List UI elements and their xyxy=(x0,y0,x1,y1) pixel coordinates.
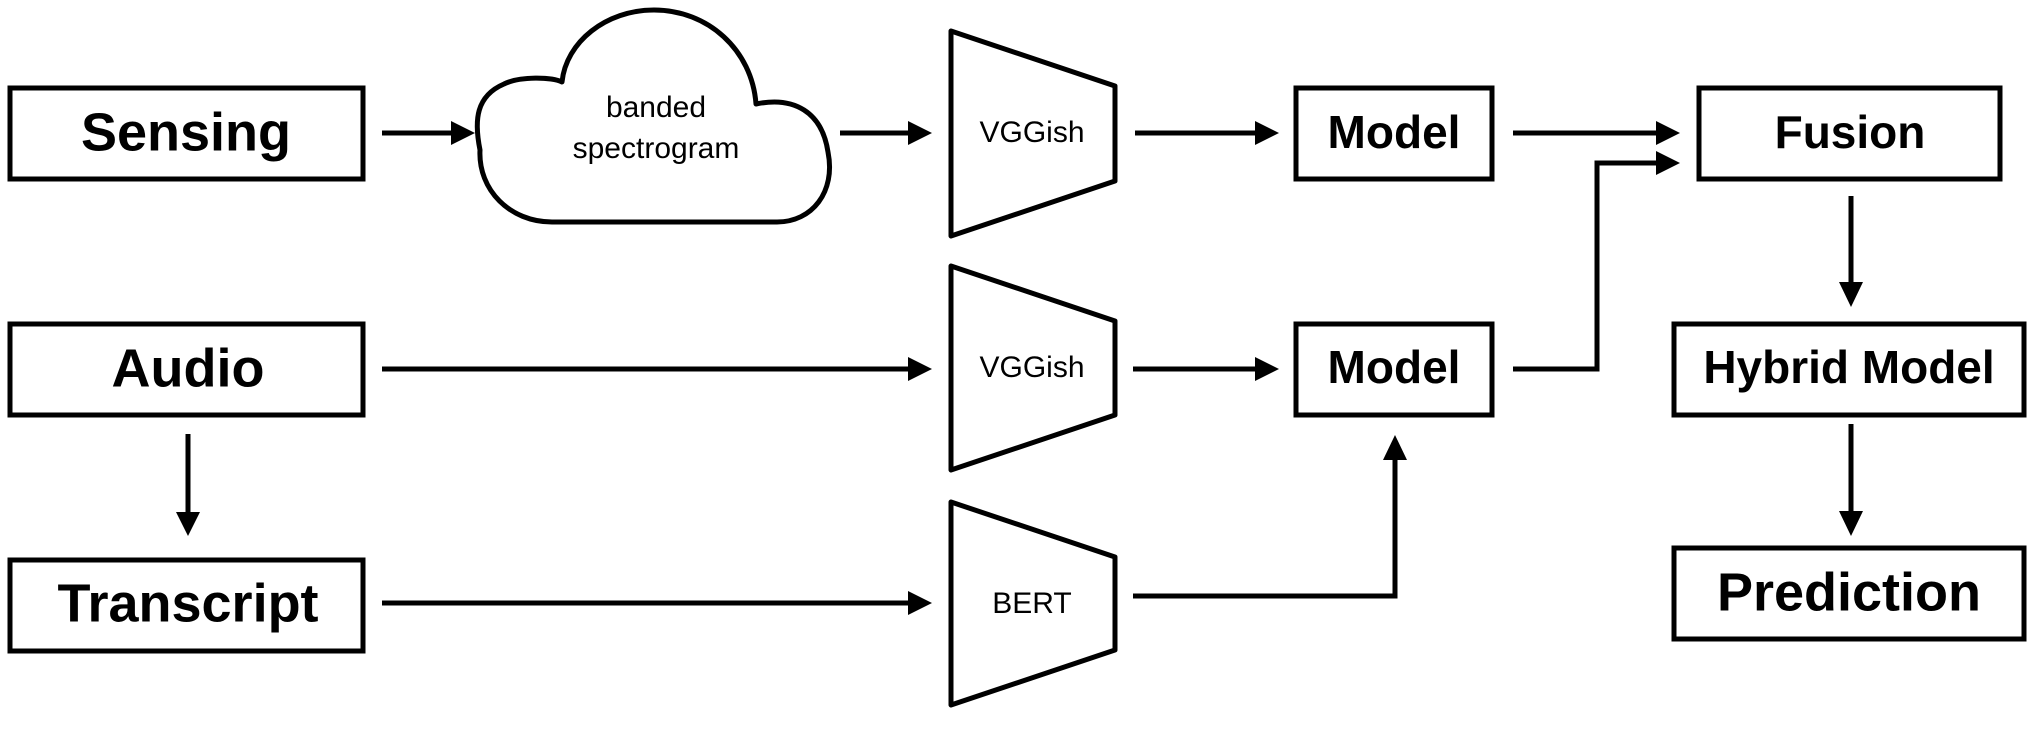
node-bert: BERT xyxy=(948,499,1118,708)
vggish-top-label: VGGish xyxy=(979,116,1084,149)
vggish-mid-label: VGGish xyxy=(979,351,1084,384)
bert-label: BERT xyxy=(992,587,1071,620)
node-fusion: Fusion xyxy=(1696,85,2003,182)
edge-sensing-to-spectrogram xyxy=(382,121,475,145)
edge-vggish-mid-to-model-mid xyxy=(1133,357,1279,381)
node-model-top: Model xyxy=(1293,85,1495,182)
node-sensing-label: Sensing xyxy=(81,102,291,162)
edge-transcript-to-bert xyxy=(382,591,932,615)
edge-vggish-top-to-model-top xyxy=(1135,121,1279,145)
node-vggish-mid: VGGish xyxy=(948,263,1118,473)
node-transcript: Transcript xyxy=(7,557,366,654)
edge-audio-to-transcript xyxy=(176,434,200,536)
edge-hybrid-model-to-prediction xyxy=(1839,424,1863,536)
model-top-label: Model xyxy=(1328,106,1461,158)
edge-audio-to-vggish-mid xyxy=(382,357,932,381)
edge-model-top-to-fusion xyxy=(1513,121,1680,145)
node-hybrid-model: Hybrid Model xyxy=(1671,321,2027,418)
edge-spectrogram-to-vggish-top xyxy=(840,121,932,145)
node-prediction: Prediction xyxy=(1671,545,2027,642)
hybrid-model-label: Hybrid Model xyxy=(1703,341,1994,393)
node-transcript-label: Transcript xyxy=(57,573,318,633)
node-audio: Audio xyxy=(7,321,366,418)
node-model-mid: Model xyxy=(1293,321,1495,418)
node-sensing: Sensing xyxy=(7,85,366,182)
prediction-label: Prediction xyxy=(1717,562,1981,622)
node-vggish-top: VGGish xyxy=(948,28,1118,239)
model-mid-label: Model xyxy=(1328,341,1461,393)
edge-bert-to-model-mid xyxy=(1133,435,1407,599)
fusion-label: Fusion xyxy=(1775,106,1926,158)
node-spectrogram-cloud: banded spectrogram xyxy=(474,7,832,225)
node-audio-label: Audio xyxy=(112,338,265,398)
edge-fusion-to-hybrid-model xyxy=(1839,196,1863,307)
spectrogram-label-line-2: spectrogram xyxy=(573,132,740,165)
spectrogram-label-line-1: banded xyxy=(606,91,706,124)
cloud-shape xyxy=(474,7,832,225)
edge-model-mid-to-fusion xyxy=(1513,151,1680,372)
